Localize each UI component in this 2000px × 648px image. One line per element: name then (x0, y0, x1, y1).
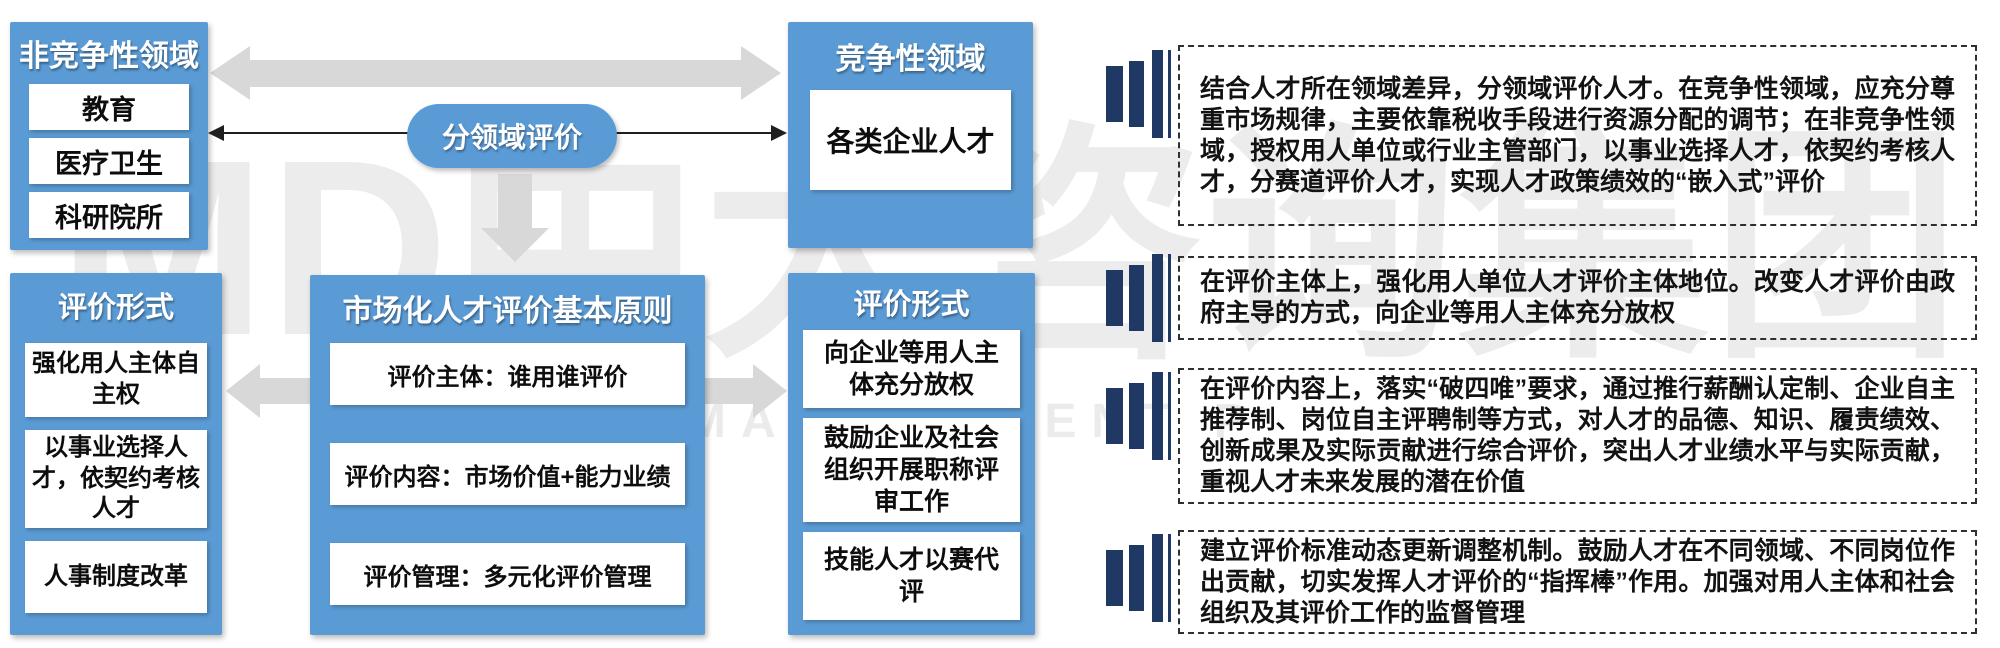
down-arrow-shaft (498, 174, 532, 228)
arrowhead-right-icon (753, 364, 787, 418)
note-bars-icon (1106, 534, 1171, 622)
list-item: 鼓励企业及社会组织开展职称评审工作 (803, 418, 1020, 522)
note-text: 在评价主体上，强化用人单位人才评价主体地位。改变人才评价由政府主导的方式，向企业… (1200, 268, 1955, 327)
top-double-arrow-shaft (248, 60, 743, 87)
evaluation-form-right-box: 评价形式 向企业等用人主体充分放权 鼓励企业及社会组织开展职称评审工作 技能人才… (788, 273, 1035, 635)
arrowhead-down-icon (481, 228, 549, 262)
list-item: 技能人才以赛代评 (803, 532, 1020, 620)
note-box: 在评价内容上，落实“破四唯”要求，通过推行薪酬认定制、企业自主推荐制、岗位自主评… (1178, 368, 1977, 504)
right-arrow-shaft (705, 378, 755, 404)
note-text: 结合人才所在领域差异，分领域评价人才。在竞争性领域，应充分尊重市场规律，主要依靠… (1200, 74, 1955, 196)
arrowhead-right-icon (741, 46, 781, 100)
note-text: 在评价内容上，落实“破四唯”要求，通过推行薪酬认定制、企业自主推荐制、岗位自主评… (1200, 375, 1955, 496)
box-title: 市场化人才评价基本原则 (342, 295, 673, 328)
list-item: 医疗卫生 (29, 138, 189, 184)
box-title: 非竞争性领域 (19, 40, 199, 73)
arrowhead-left-icon (210, 46, 250, 100)
note-bars-icon (1106, 372, 1171, 460)
arrowhead-right-icon (771, 125, 787, 141)
list-item: 向企业等用人主体充分放权 (803, 330, 1020, 408)
note-box: 在评价主体上，强化用人单位人才评价主体地位。改变人才评价由政府主导的方式，向企业… (1178, 256, 1977, 340)
arrowhead-left-icon (226, 364, 260, 418)
note-text: 建立评价标准动态更新调整机制。鼓励人才在不同领域、不同岗位作出贡献，切实发挥人才… (1200, 536, 1955, 627)
box-items: 各类企业人才 (788, 90, 1033, 190)
arrowhead-left-icon (208, 125, 224, 141)
list-item: 以事业选择人才，依契约考核人才 (25, 430, 207, 528)
list-item: 各类企业人才 (810, 90, 1011, 190)
box-items: 教育 医疗卫生 科研院所 (10, 84, 208, 238)
list-item: 评价内容：市场价值+能力业绩 (330, 443, 685, 505)
box-title: 评价形式 (853, 288, 970, 321)
note-bars-icon (1106, 50, 1171, 138)
non-competitive-field-box: 非竞争性领域 教育 医疗卫生 科研院所 (10, 22, 208, 250)
note-box: 建立评价标准动态更新调整机制。鼓励人才在不同领域、不同岗位作出贡献，切实发挥人才… (1178, 530, 1977, 634)
list-item: 人事制度改革 (25, 541, 207, 613)
box-items: 强化用人主体自主权 以事业选择人才，依契约考核人才 人事制度改革 (10, 337, 222, 613)
note-box: 结合人才所在领域差异，分领域评价人才。在竞争性领域，应充分尊重市场规律，主要依靠… (1178, 45, 1977, 226)
list-item: 评价主体：谁用谁评价 (330, 343, 685, 405)
evaluation-form-left-box: 评价形式 强化用人主体自主权 以事业选择人才，依契约考核人才 人事制度改革 (10, 273, 222, 635)
note-bars-icon (1106, 254, 1171, 342)
competitive-field-box: 竞争性领域 各类企业人才 (788, 22, 1033, 248)
left-arrow-shaft (258, 378, 310, 404)
box-items: 向企业等用人主体充分放权 鼓励企业及社会组织开展职称评审工作 技能人才以赛代评 (788, 330, 1035, 620)
list-item: 教育 (29, 84, 189, 130)
field-based-evaluation-pill: 分领域评价 (407, 104, 617, 168)
list-item: 评价管理：多元化评价管理 (330, 543, 685, 605)
list-item: 科研院所 (29, 192, 189, 238)
box-items: 评价主体：谁用谁评价 评价内容：市场价值+能力业绩 评价管理：多元化评价管理 (310, 341, 705, 605)
market-principles-box: 市场化人才评价基本原则 评价主体：谁用谁评价 评价内容：市场价值+能力业绩 评价… (310, 275, 705, 635)
box-title: 评价形式 (57, 292, 174, 324)
box-title: 竞争性领域 (835, 43, 986, 76)
list-item: 强化用人主体自主权 (25, 343, 207, 417)
